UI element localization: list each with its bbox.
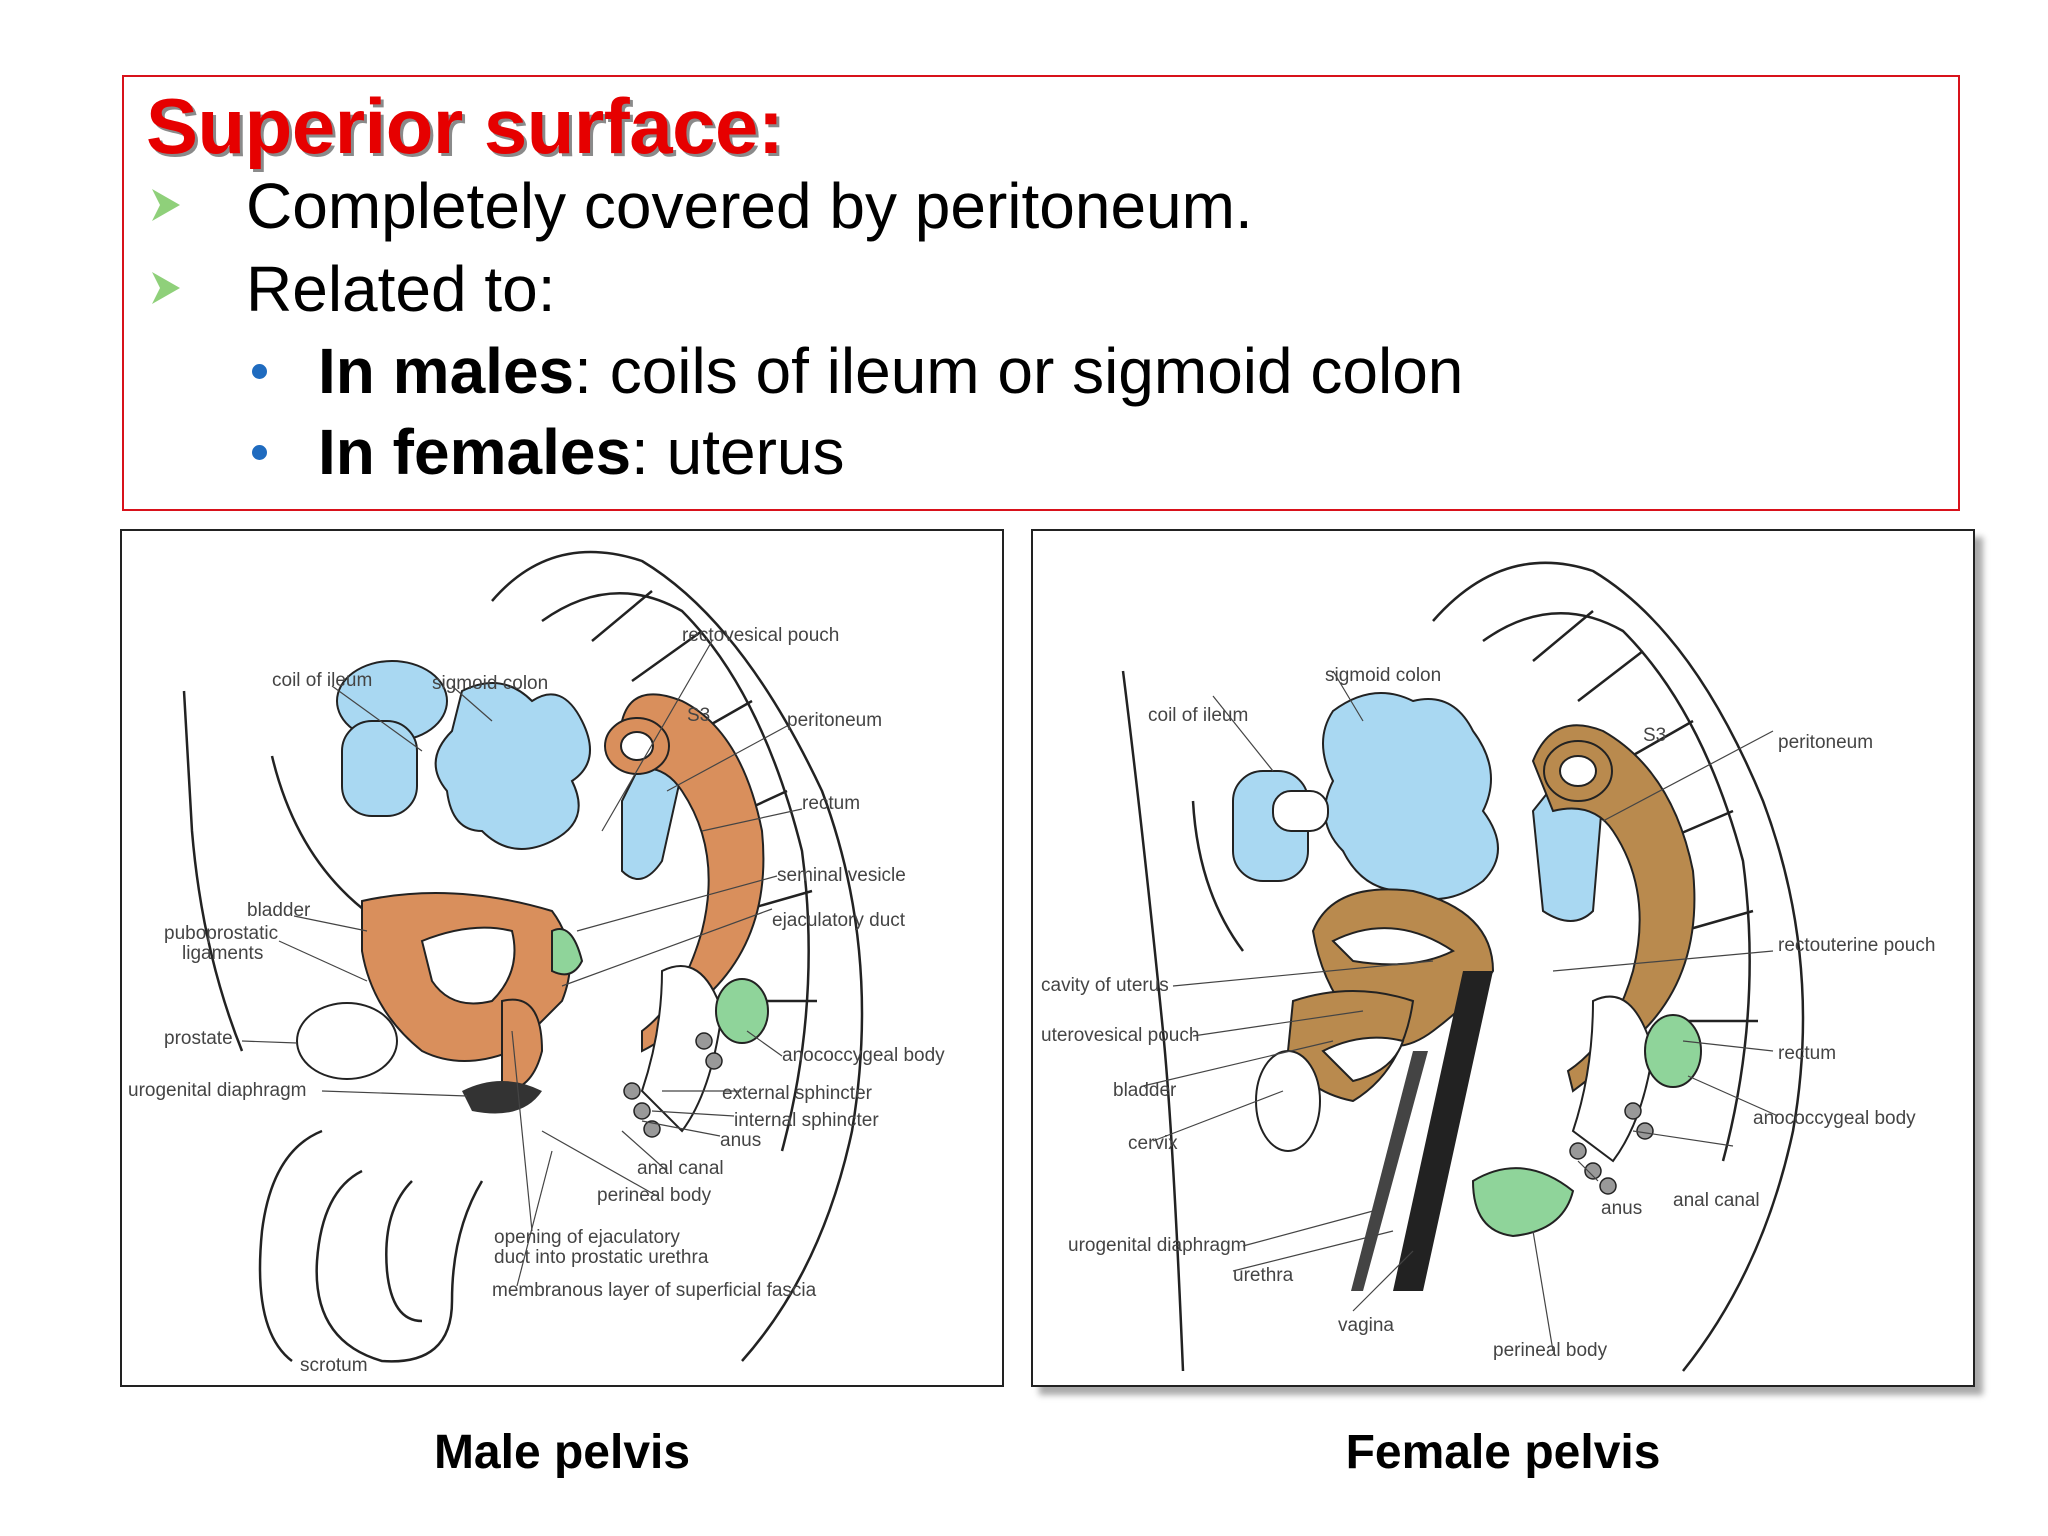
dot-bullet-icon xyxy=(252,445,267,460)
female-pelvis-caption: Female pelvis xyxy=(1345,1426,1661,1479)
label-coil-ileum: coil of ileum xyxy=(1148,705,1248,726)
male-pelvis-figure: coil of ileum sigmoid colon rectovesical… xyxy=(120,529,1004,1387)
label-ejaculatory-duct: ejaculatory duct xyxy=(772,910,906,931)
label-anococcygeal-body: anococcygeal body xyxy=(782,1045,945,1066)
label-rectum: rectum xyxy=(1778,1043,1836,1064)
label-bladder: bladder xyxy=(1113,1080,1177,1101)
label-vagina: vagina xyxy=(1338,1315,1394,1336)
dot-bullet-icon xyxy=(252,364,267,379)
label-peritoneum: peritoneum xyxy=(1778,732,1873,753)
sub-bullet-text: In females: uterus xyxy=(318,415,844,489)
label-puboprostatic: puboprostatic xyxy=(164,923,278,944)
female-pelvis-figure: sigmoid colon coil of ileum S3 peritoneu… xyxy=(1031,529,1975,1387)
label-rectovesical-pouch: rectovesical pouch xyxy=(682,625,839,646)
label-s3: S3 xyxy=(687,705,710,726)
bullet-text: Completely covered by peritoneum. xyxy=(246,170,1253,242)
label-ligaments: ligaments xyxy=(182,943,263,964)
female-pelvis-diagram: sigmoid colon coil of ileum S3 peritoneu… xyxy=(1041,561,1935,1372)
label-perineal-body: perineal body xyxy=(597,1185,712,1206)
label-urethra: urethra xyxy=(1233,1265,1294,1286)
sub-bullet-rest: : coils of ileum or sigmoid colon xyxy=(574,335,1464,407)
label-sigmoid-colon: sigmoid colon xyxy=(1325,665,1441,686)
label-seminal-vesicle: seminal vesicle xyxy=(777,865,906,886)
bullet-text: Related to: xyxy=(246,253,556,325)
label-anus: anus xyxy=(720,1130,761,1151)
label-coil-ileum: coil of ileum xyxy=(272,670,372,691)
label-bladder: bladder xyxy=(247,900,311,921)
label-opening-ejaculatory-2: duct into prostatic urethra xyxy=(494,1247,709,1268)
sub-bullet-text: In males: coils of ileum or sigmoid colo… xyxy=(318,334,1463,408)
label-urogenital-diaphragm: urogenital diaphragm xyxy=(1068,1235,1247,1256)
label-cervix: cervix xyxy=(1128,1133,1178,1154)
slide-title: Superior surface: xyxy=(146,82,784,170)
label-prostate: prostate xyxy=(164,1028,233,1049)
male-pelvis-caption: Male pelvis xyxy=(433,1426,691,1479)
label-peritoneum: peritoneum xyxy=(787,710,882,731)
label-scrotum: scrotum xyxy=(300,1355,368,1376)
sub-bullet-bold: In females xyxy=(318,416,632,488)
label-sigmoid-colon: sigmoid colon xyxy=(432,673,548,694)
content-box: Superior surface: Completely covered by … xyxy=(122,75,1960,511)
label-perineal-body: perineal body xyxy=(1493,1340,1608,1361)
label-cavity-uterus: cavity of uterus xyxy=(1041,975,1169,996)
sub-bullet-bold: In males xyxy=(318,335,575,407)
label-internal-sphincter: internal sphincter xyxy=(734,1110,879,1131)
male-pelvis-diagram: coil of ileum sigmoid colon rectovesical… xyxy=(128,550,945,1376)
label-anus: anus xyxy=(1601,1198,1642,1219)
arrow-bullet-icon xyxy=(152,189,180,221)
label-anal-canal: anal canal xyxy=(1673,1190,1760,1211)
label-rectum: rectum xyxy=(802,793,860,814)
label-rectouterine-pouch: rectouterine pouch xyxy=(1778,935,1935,956)
label-urogenital-diaphragm: urogenital diaphragm xyxy=(128,1080,307,1101)
sub-bullet-rest: : uterus xyxy=(631,416,845,488)
label-anal-canal: anal canal xyxy=(637,1158,724,1179)
label-uterovesical-pouch: uterovesical pouch xyxy=(1041,1025,1199,1046)
arrow-bullet-icon xyxy=(152,272,180,304)
label-opening-ejaculatory: opening of ejaculatory xyxy=(494,1227,680,1248)
label-membranous-layer: membranous layer of superficial fascia xyxy=(492,1280,817,1301)
label-anococcygeal-body: anococcygeal body xyxy=(1753,1108,1916,1129)
label-external-sphincter: external sphincter xyxy=(722,1083,873,1104)
label-s3: S3 xyxy=(1643,725,1666,746)
